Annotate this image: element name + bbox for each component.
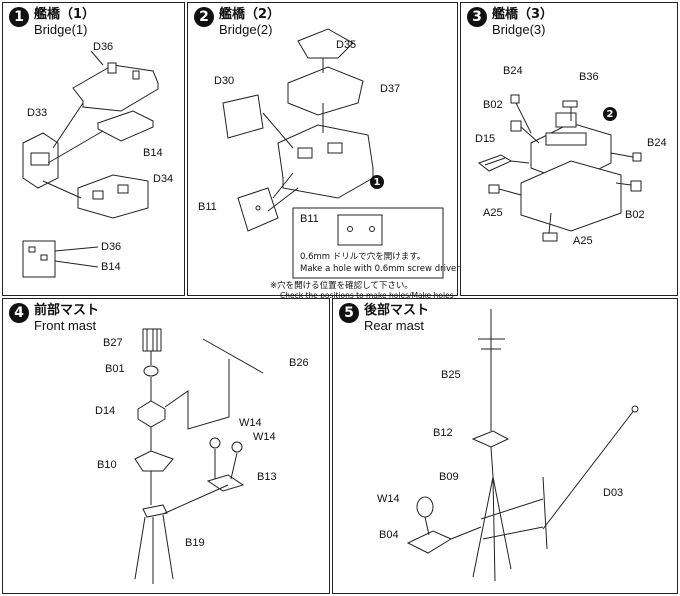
- part-label: B02: [625, 209, 645, 221]
- step-number: 5: [339, 303, 359, 323]
- step-title-en: Bridge(2): [219, 22, 273, 37]
- part-label: B14: [101, 261, 121, 273]
- step-title-en: Front mast: [34, 318, 97, 333]
- step-1-drawing: [22, 50, 159, 278]
- part-label: D36: [93, 41, 114, 53]
- part-label: B12: [433, 427, 453, 439]
- part-label: W14: [239, 417, 262, 429]
- inset-note-jp: 0.6mm ドリルで穴を開けます。: [300, 252, 426, 262]
- step-3-header: 3 艦橋（3） Bridge(3): [467, 7, 553, 37]
- part-label: A25: [573, 235, 593, 247]
- part-label: B25: [441, 369, 461, 381]
- footnote-jp: ※穴を開ける位置を確認して下さい。: [270, 281, 413, 291]
- step-1-panel: 1 艦橋（1） Bridge(1): [2, 2, 185, 296]
- part-label: B11: [198, 201, 217, 213]
- part-label: D30: [214, 75, 235, 87]
- step-title-jp: 艦橋（2）: [219, 7, 281, 22]
- step-title-en: Bridge(3): [492, 22, 546, 37]
- step-number: 3: [467, 7, 487, 27]
- part-label: D14: [95, 405, 116, 417]
- footnote-en: Check the positions to make holes/Make h…: [280, 291, 454, 300]
- step-title-jp: 前部マスト: [34, 303, 100, 318]
- step-4-header: 4 前部マスト Front mast: [9, 303, 99, 333]
- part-label: B14: [143, 147, 163, 159]
- step-2-panel: 2 艦橋（2） Bridge(2): [187, 2, 460, 300]
- part-label: D37: [380, 83, 401, 95]
- step-5-panel: 5 後部マスト Rear mast: [332, 298, 678, 594]
- part-label: D34: [153, 173, 174, 185]
- part-label: D36: [101, 241, 122, 253]
- inset-part-label: B11: [300, 213, 319, 225]
- step-number: 2: [194, 7, 214, 27]
- step-number: 4: [9, 303, 29, 323]
- part-label: B04: [379, 529, 399, 541]
- step-4-panel: 4 前部マスト Front mast: [2, 298, 330, 594]
- step-number: 1: [9, 7, 29, 27]
- step-title-jp: 艦橋（1）: [34, 7, 96, 22]
- step-4-drawing: [134, 328, 264, 584]
- step-title-jp: 後部マスト: [364, 303, 430, 318]
- step-title-en: Rear mast: [364, 318, 424, 333]
- inset-note-en: Make a hole with 0.6mm screw driver: [300, 264, 460, 274]
- step-3-drawing: [477, 94, 642, 242]
- part-label: D35: [336, 39, 357, 51]
- part-label: W14: [377, 493, 400, 505]
- part-label: B09: [439, 471, 459, 483]
- reference-step-marker: 1: [370, 175, 384, 189]
- part-label: D33: [27, 107, 48, 119]
- part-label: B24: [647, 137, 667, 149]
- reference-step-marker: 2: [603, 107, 617, 121]
- part-label: B13: [257, 471, 277, 483]
- part-label: D03: [603, 487, 624, 499]
- step-3-panel: 3 艦橋（3） Bridge(3): [460, 2, 678, 296]
- step-1-header: 1 艦橋（1） Bridge(1): [9, 7, 95, 37]
- step-5-header: 5 後部マスト Rear mast: [339, 303, 429, 333]
- part-label: B01: [105, 363, 125, 375]
- step-5-drawing: [406, 309, 639, 582]
- part-label: A25: [483, 207, 503, 219]
- step-2-drawing: [222, 28, 444, 279]
- part-label: B24: [503, 65, 523, 77]
- part-label: B26: [289, 357, 309, 369]
- step-2-header: 2 艦橋（2） Bridge(2): [194, 7, 280, 37]
- part-label: B10: [97, 459, 117, 471]
- step-title-jp: 艦橋（3）: [492, 7, 554, 22]
- part-label: B36: [579, 71, 599, 83]
- part-label: B27: [103, 337, 123, 349]
- step-title-en: Bridge(1): [34, 22, 88, 37]
- part-label: D15: [475, 133, 496, 145]
- part-label: B02: [483, 99, 503, 111]
- part-label: B19: [185, 537, 205, 549]
- part-label: W14: [253, 431, 276, 443]
